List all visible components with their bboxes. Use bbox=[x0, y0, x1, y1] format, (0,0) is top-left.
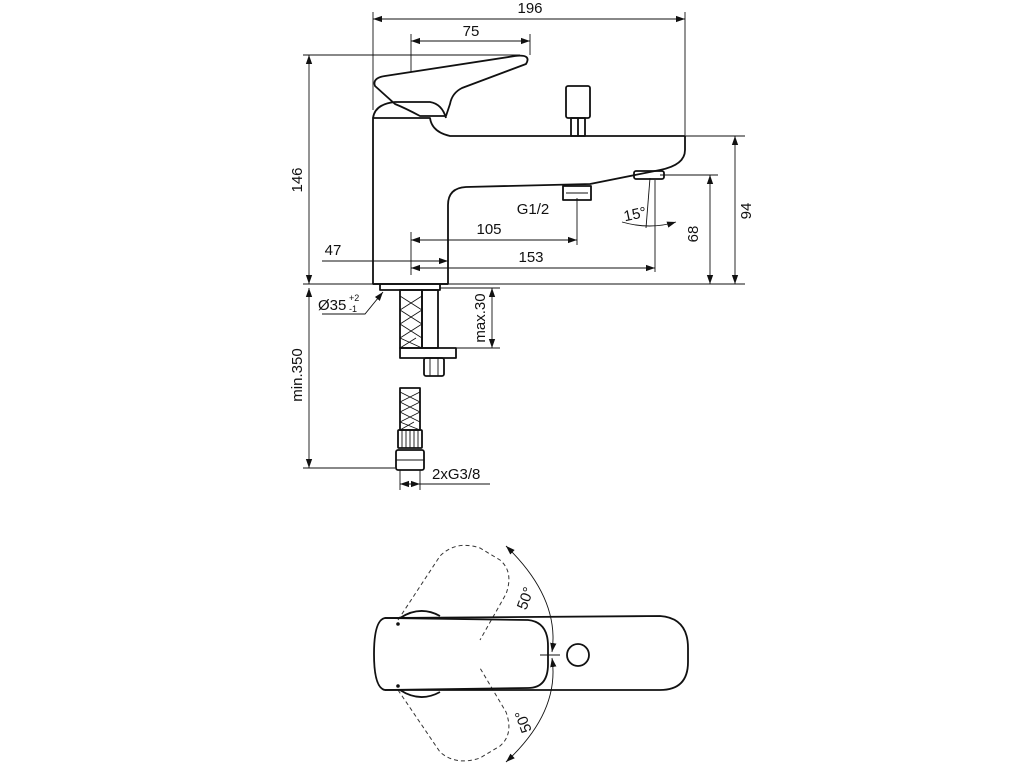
dim-hose-connection: 2xG3/8 bbox=[432, 466, 480, 483]
diverter-knob bbox=[565, 85, 591, 119]
diverter-knob-top bbox=[566, 643, 590, 667]
dim-hole-tol-plus: +2 bbox=[349, 293, 359, 303]
dim-hole-diameter: Ø35 bbox=[318, 297, 346, 314]
lever-top bbox=[384, 617, 549, 691]
angle-label-upper: 50° bbox=[514, 585, 538, 612]
dim-deck-thickness: max.30 bbox=[472, 293, 489, 342]
dim-thread-connection: G1/2 bbox=[517, 201, 550, 218]
mounting-shank bbox=[399, 289, 457, 377]
spout-aerator bbox=[633, 170, 665, 180]
top-outline bbox=[373, 615, 689, 691]
dim-thread-distance: 105 bbox=[476, 221, 501, 238]
dim-overall-height: 146 bbox=[289, 167, 306, 192]
angle-label-lower: 50° bbox=[512, 708, 536, 735]
angle-arc-lower bbox=[505, 657, 557, 763]
base-disc bbox=[399, 610, 441, 698]
lever-rotated-lower bbox=[397, 667, 510, 762]
dimension-lines bbox=[305, 15, 739, 488]
top-view: 50° 50° bbox=[373, 544, 689, 763]
dimension-labels: 196 75 146 94 68 G1/2 15° 105 153 47 Ø35… bbox=[289, 0, 755, 483]
dim-body-offset: 47 bbox=[325, 242, 342, 259]
body-outline bbox=[372, 117, 686, 285]
dim-spout-height: 94 bbox=[738, 203, 755, 220]
shower-outlet bbox=[562, 185, 592, 201]
flexible-hose bbox=[395, 387, 425, 471]
dim-hose-length: min.350 bbox=[289, 348, 306, 401]
lever-rotated-upper bbox=[397, 544, 510, 641]
side-view: 196 75 146 94 68 G1/2 15° 105 153 47 Ø35… bbox=[289, 0, 755, 490]
angle-arc-upper bbox=[505, 545, 557, 653]
lever-handle bbox=[373, 54, 529, 117]
dim-lever-reach: 75 bbox=[463, 23, 480, 40]
dim-overall-width: 196 bbox=[517, 0, 542, 17]
dim-outlet-height: 68 bbox=[685, 226, 702, 243]
dim-spout-projection: 153 bbox=[518, 249, 543, 266]
body-collar bbox=[372, 101, 447, 119]
faucet-body bbox=[372, 54, 686, 291]
mounting-bracket bbox=[399, 347, 457, 359]
dim-outlet-angle: 15° bbox=[622, 204, 648, 225]
dim-hole-tol-minus: -1 bbox=[349, 304, 357, 314]
